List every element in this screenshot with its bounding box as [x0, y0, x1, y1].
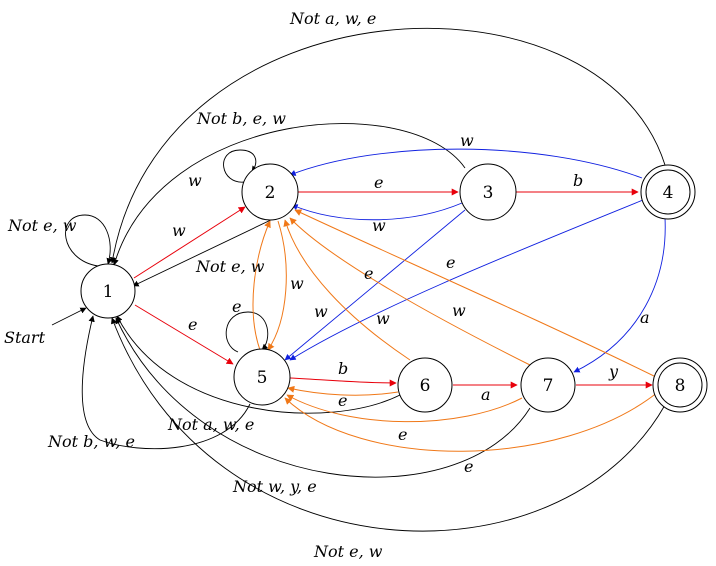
edge-2-to-5 [267, 220, 287, 351]
edge-5-to-2 [252, 220, 271, 351]
edge-4-to-5 [289, 199, 644, 361]
label-w-1-2: w [172, 221, 186, 240]
svg-text:6: 6 [420, 376, 431, 396]
label-e-7-5: e [398, 425, 407, 444]
edge-5-to-1 [81, 315, 251, 450]
state-4-accepting: 4 [640, 164, 696, 220]
edge-1-to-2 [133, 206, 246, 279]
state-3: 3 [459, 163, 517, 221]
label-not-b-w-e-5-1: Not b, w, e [47, 432, 135, 451]
edge-8-to-1 [111, 317, 666, 532]
edge-7-to-1 [115, 317, 531, 478]
edge-4-to-7 [573, 217, 666, 373]
svg-text:7: 7 [543, 376, 554, 396]
label-b-3-4: b [573, 171, 583, 190]
label-y-7-8: y [608, 362, 619, 381]
edge-5-to-6 [289, 377, 397, 387]
label-not-e-w-2-1: Not e, w [195, 257, 265, 276]
label-w-4-2: w [460, 131, 474, 150]
label-b-5-6: b [338, 359, 348, 378]
edge-8-to-2 [294, 209, 659, 379]
start-label: Start [4, 328, 46, 347]
edge-3-to-5 [284, 209, 466, 361]
edge-3-to-2 [291, 202, 463, 221]
edge-7-to-2 [289, 217, 531, 366]
svg-text:1: 1 [103, 282, 114, 302]
edge-6-to-1 [116, 315, 401, 414]
edge-4-to-1 [109, 27, 666, 264]
edge-6-to-2 [283, 219, 411, 361]
edge-self-2 [223, 149, 258, 183]
edge-6-to-5 [287, 385, 399, 396]
edge-start [51, 307, 87, 326]
label-e-6-2: e [364, 264, 373, 283]
label-w-3-5: w [376, 309, 390, 328]
label-not-a-w-e-top: Not a, w, e [289, 9, 376, 28]
state-6: 6 [397, 357, 453, 413]
label-w-7-2: w [452, 301, 466, 320]
label-not-e-w-8-1: Not e, w [313, 542, 383, 561]
label-e-4-5: e [446, 253, 455, 272]
edge-2-to-1 [132, 217, 276, 287]
edge-self-1 [65, 214, 113, 267]
label-e-6-5: e [338, 391, 347, 410]
edge-7-to-5 [286, 394, 523, 423]
svg-text:5: 5 [257, 368, 268, 388]
label-e-self-5: e [232, 297, 241, 316]
state-1: 1 [80, 263, 136, 319]
label-not-a-w-e-6-1: Not a, w, e [167, 415, 254, 434]
edge-3-to-1 [112, 123, 466, 266]
label-w-3-2: w [372, 216, 386, 235]
label-w-self-2: w [188, 171, 202, 190]
svg-text:4: 4 [663, 183, 674, 203]
edge-4-to-2 [289, 148, 643, 179]
label-e-2-3: e [374, 173, 383, 192]
label-e-8-5: e [464, 457, 473, 476]
edge-8-to-5 [284, 391, 659, 452]
label-e-1-5: e [188, 315, 197, 334]
svg-text:3: 3 [483, 183, 494, 203]
label-a-4-7: a [640, 308, 650, 327]
svg-text:2: 2 [265, 183, 276, 203]
edge-1-to-5 [134, 304, 234, 365]
state-7: 7 [520, 357, 576, 413]
label-not-b-e-w-top: Not b, e, w [196, 109, 286, 128]
svg-text:8: 8 [675, 376, 686, 396]
state-2: 2 [241, 163, 299, 221]
edge-self-5 [225, 311, 269, 353]
state-5: 5 [233, 348, 291, 406]
label-a-6-7: a [481, 385, 491, 404]
label-w-5-2: w [314, 302, 328, 321]
label-not-e-w-self-1: Not e, w [7, 216, 77, 235]
state-8-accepting: 8 [652, 357, 708, 413]
label-w-2-5: w [290, 274, 304, 293]
label-not-w-y-e-7-1: Not w, y, e [232, 477, 317, 496]
